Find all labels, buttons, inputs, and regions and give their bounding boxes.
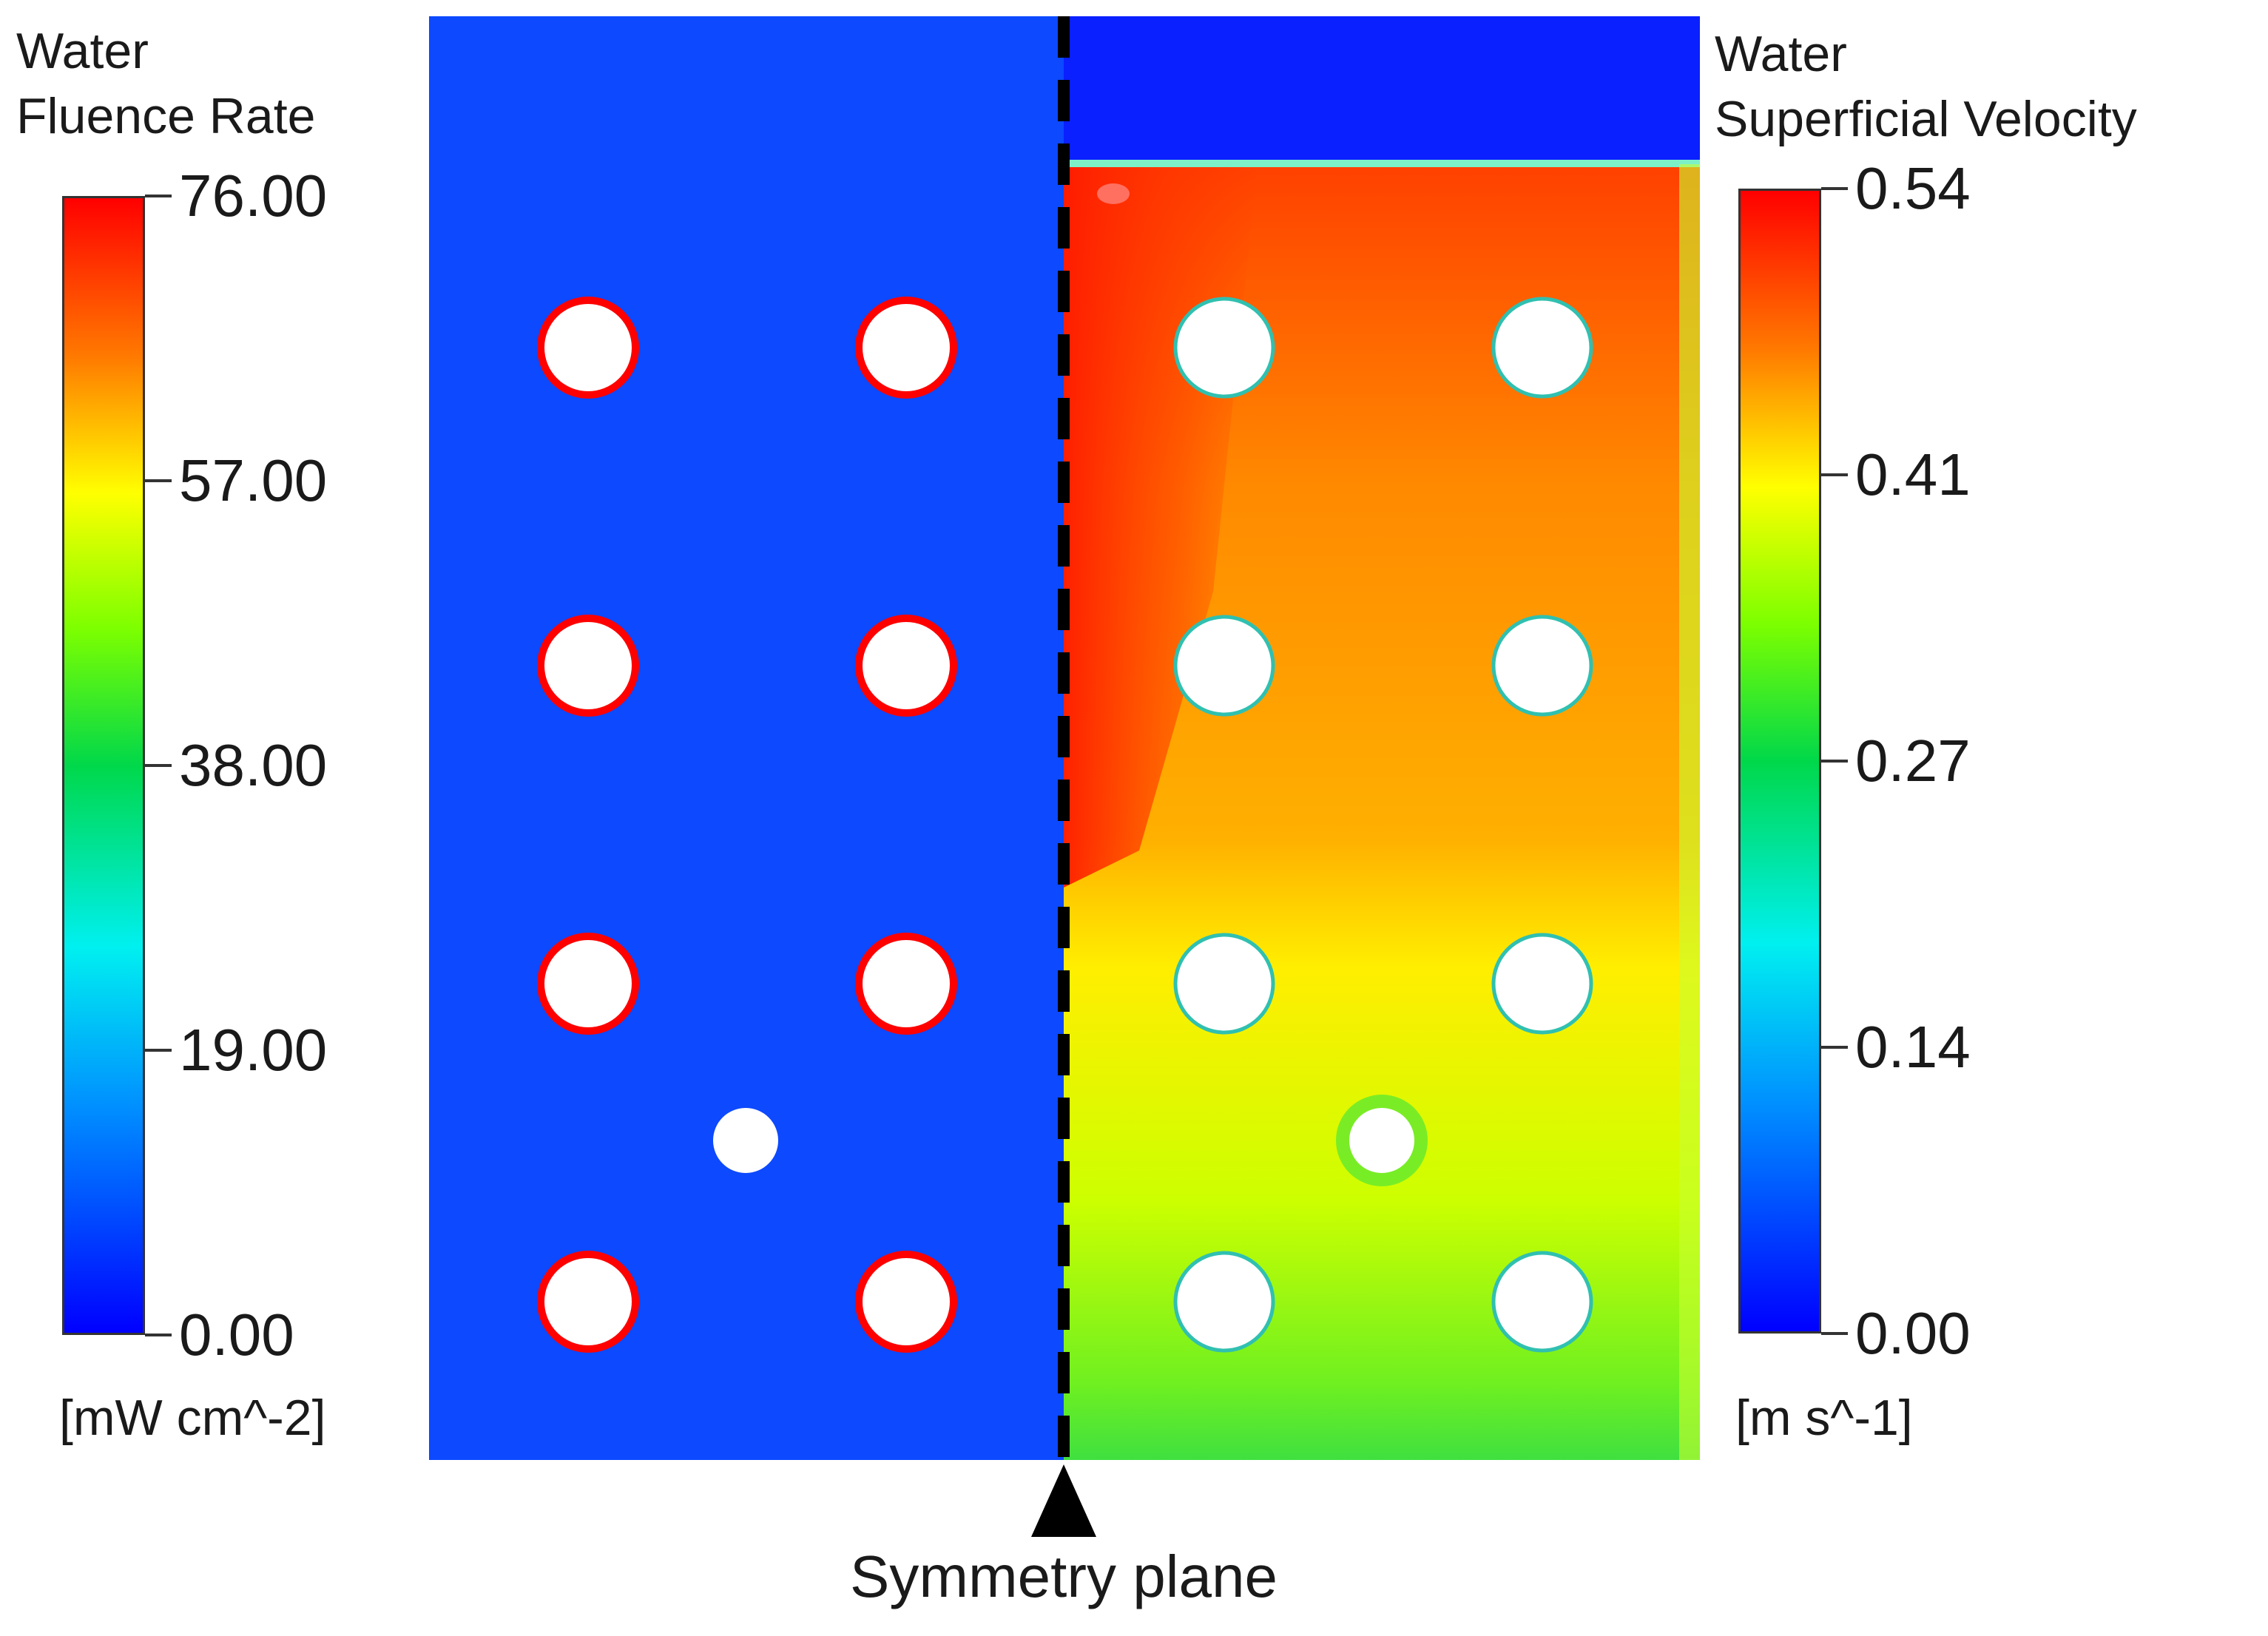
symmetry-arrow-icon [1031,1464,1096,1537]
right-tick-mark [1821,1332,1848,1335]
right-tick-mark [1821,473,1848,476]
right-tick-label: 0.00 [1855,1300,1971,1366]
lamp-sleeve [1173,1251,1275,1353]
free-surface-line [1064,160,1700,167]
left-tick-mark [145,764,172,767]
right-tick-label: 0.14 [1855,1014,1971,1080]
left-tick-label: 57.00 [179,447,328,513]
left-colorbar-title-line1: Water [16,23,149,79]
right-colorbar-title-line1: Water [1715,26,1847,82]
left-tick-label: 19.00 [179,1017,328,1083]
right-tick-label: 0.27 [1855,728,1971,794]
lamp-sleeve [855,1251,957,1353]
left-colorbar-title-line2: Fluence Rate [16,88,316,144]
symmetry-plane-label: Symmetry plane [850,1544,1278,1609]
right-colorbar [1738,189,1821,1334]
left-tick-label: 0.00 [179,1302,294,1368]
lamp-sleeve [537,615,639,717]
lamp-sleeve [1491,1251,1593,1353]
lamp-sleeve [855,297,957,399]
lamp-sleeve [537,1251,639,1353]
right-tick-mark [1821,1046,1848,1049]
sensor-rod [1349,1108,1414,1173]
lamp-sleeve [1491,615,1593,717]
right-tick-mark [1821,187,1848,190]
right-tick-label: 0.41 [1855,442,1971,507]
lamp-sleeve [855,615,957,717]
lamp-sleeve [1491,297,1593,399]
left-tick-label: 38.00 [179,732,328,798]
left-colorbar-unit: [mW cm^-2] [59,1390,326,1446]
lamp-sleeve [1491,933,1593,1035]
lamp-sleeve [1173,933,1275,1035]
left-colorbar [62,196,145,1335]
left-tick-mark [145,1334,172,1336]
velocity-wall-layer [1679,164,1700,1460]
left-tick-label: 76.00 [179,163,328,229]
right-tick-label: 0.54 [1855,155,1971,221]
sensor-rod [713,1108,778,1173]
lamp-sleeve [1173,615,1275,717]
left-tick-mark [145,479,172,482]
velocity-hotspot [1097,183,1130,204]
right-colorbar-title-line2: Superficial Velocity [1715,91,2137,147]
velocity-lamp-group [1173,297,1593,1353]
lamp-sleeve [1173,297,1275,399]
lamp-sleeve [537,933,639,1035]
lamp-sleeve [537,297,639,399]
lamp-sleeve [855,933,957,1035]
right-tick-mark [1821,760,1848,763]
fluence-lamp-group [470,229,1025,1420]
left-tick-mark [145,1049,172,1052]
right-colorbar-unit: [m s^-1] [1735,1390,1913,1446]
left-tick-mark [145,195,172,197]
